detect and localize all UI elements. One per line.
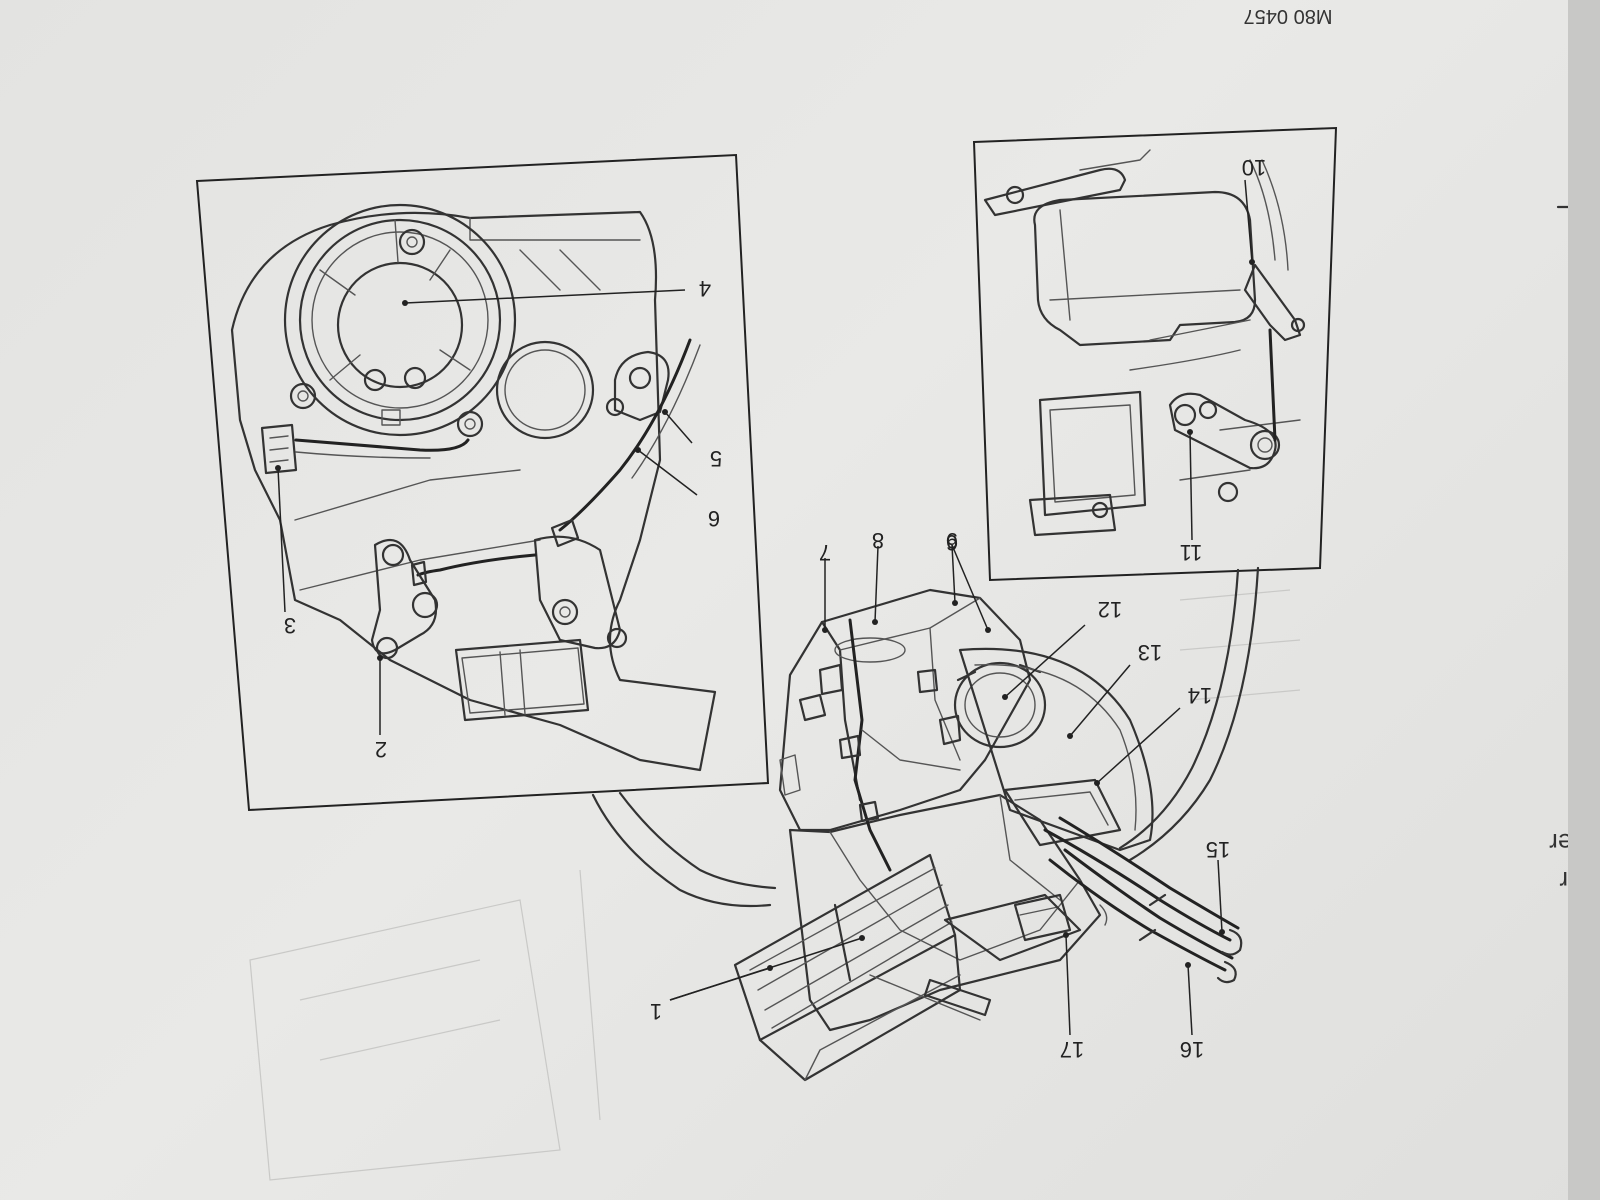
inset-connector-left (591, 793, 772, 908)
callout-6-main: 6 (946, 530, 958, 555)
adjacent-page-edge (1568, 0, 1600, 1200)
inset-connector-right-2 (1118, 568, 1240, 850)
callout-4: 4 (699, 276, 711, 301)
callout-3: 3 (284, 613, 296, 638)
callout-10: 10 (1242, 155, 1266, 180)
callout-8: 8 (872, 528, 884, 553)
callout-15: 15 (1206, 837, 1230, 862)
callout-12: 12 (1098, 597, 1122, 622)
figure-reference: M80 0457 (1244, 5, 1333, 27)
heater-unit (733, 588, 1243, 1082)
inset-linkage (972, 126, 1338, 582)
callout-5: 5 (710, 446, 722, 471)
callout-9: 9 (946, 528, 958, 553)
inset-connector-right (1128, 566, 1260, 862)
callout-17: 17 (1060, 1037, 1084, 1062)
leader-lines (275, 179, 1255, 1036)
inset-blower (195, 153, 770, 812)
callout-1: 1 (650, 999, 662, 1024)
callout-labels: 1 2 3 4 5 6 6 7 8 9 10 11 12 13 14 15 16… (284, 155, 1266, 1062)
callout-6-inset: 6 (708, 506, 720, 531)
callout-11: 11 (1180, 540, 1203, 565)
callout-16: 16 (1180, 1037, 1204, 1062)
callout-14: 14 (1188, 683, 1212, 708)
callout-7: 7 (819, 540, 831, 565)
bleed-through (249, 589, 1301, 1181)
callout-13: 13 (1138, 640, 1162, 665)
inset-connector-left-2 (618, 791, 777, 890)
callout-2: 2 (375, 737, 387, 762)
